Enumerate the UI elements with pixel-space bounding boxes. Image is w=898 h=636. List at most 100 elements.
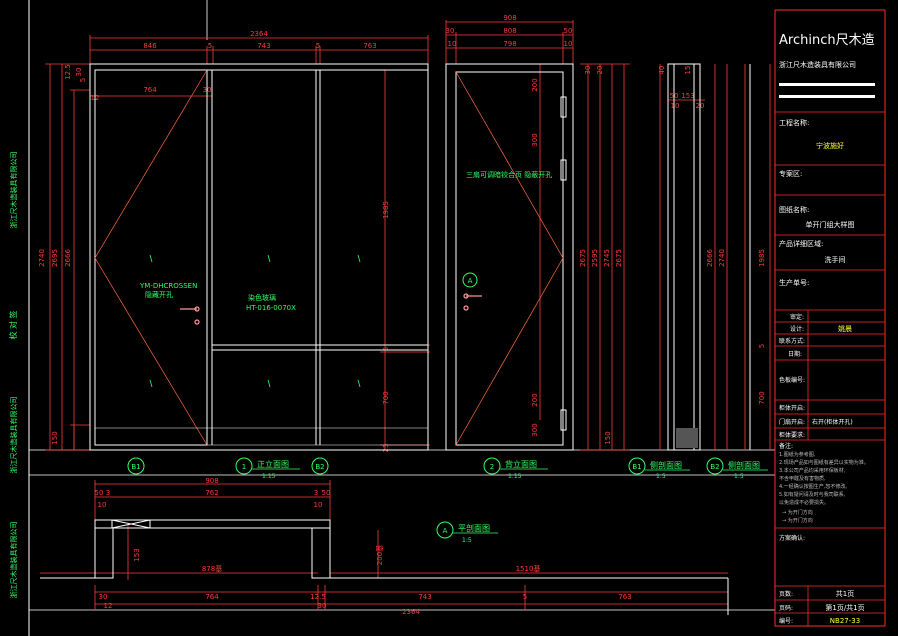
plan-bottom-5: 5 <box>523 593 527 601</box>
front-handle <box>180 306 200 325</box>
marker-b2-front: B2 <box>315 463 324 471</box>
front-labels: YM-DHCROSSEN 隐藏开孔 染色玻璃 HT-016-0070X <box>139 282 296 312</box>
left-strip-text-2: 校 对 签 <box>8 310 18 339</box>
plan-dim-total: 908 <box>205 477 218 485</box>
plan-bottom-total: 2364 <box>402 608 420 616</box>
back-label: 三扇可调暗铰合页 隐蔽开孔 <box>466 170 552 179</box>
notes-line-5: 4.一经确认按图生产,恕不修改。 <box>779 483 850 490</box>
back-dim-3: 50 <box>564 27 573 35</box>
front-title-num: 1 <box>242 463 246 471</box>
front-h-5b: 5 <box>382 347 390 351</box>
plan-bottom-6: 763 <box>618 593 631 601</box>
left-strip-text-3: 浙江尺木造装具有限公司 <box>9 397 18 474</box>
side-marker-b2: B2 <box>710 463 719 471</box>
side-h-5: 700 <box>758 391 766 404</box>
plan-bottom-1: 30 <box>99 593 108 601</box>
back-h-1: 2675 <box>579 249 587 267</box>
side-h-2: 2740 <box>718 249 726 267</box>
plan-dim-5: 50 <box>322 489 331 497</box>
back-dim-sub-3: 10 <box>564 40 573 48</box>
notes-label: 备注: <box>779 442 793 450</box>
page-value: 第1页/共1页 <box>825 603 864 612</box>
title-block: Archinch尺木造 浙江尺木造装具有限公司 工程名称: 宁波施好 专案区: … <box>774 9 886 627</box>
side-h-3: 1985 <box>758 249 766 267</box>
back-h-4: 2675 <box>615 249 623 267</box>
back-elevation: 908 30 808 50 10 798 10 2675 2595 2745 2… <box>445 14 630 480</box>
panel-label: 柜体开启: <box>779 404 805 412</box>
back-dim-total: 908 <box>503 14 516 22</box>
notes-line-6: 5.如有疑问请及时与我司联系, <box>779 491 846 498</box>
plan-marker-a: A <box>443 527 448 535</box>
side-h-1: 2666 <box>706 249 714 267</box>
code-label: 编号: <box>779 617 793 625</box>
brand-logo: Archinch尺木造 <box>779 33 875 48</box>
code-value: NB27-33 <box>830 617 860 625</box>
back-dim-sub-1: 10 <box>448 40 457 48</box>
plan-bottom-sub-1: 12 <box>104 602 113 610</box>
back-handle <box>463 293 482 311</box>
notes-line-1: 1.图纸为参考图, <box>779 451 816 458</box>
plan-bottom-3: 12.5 <box>310 593 326 601</box>
side-scale-b1: 1:5 <box>656 473 666 480</box>
plan-dim-4: 3 <box>314 489 318 497</box>
sheet-value: 共1页 <box>836 589 854 598</box>
back-dim-2: 808 <box>503 27 516 35</box>
side-floor-block <box>676 428 698 448</box>
page-label: 页码: <box>779 604 793 612</box>
review-label: 审定: <box>790 313 804 321</box>
front-floor-pattern <box>95 427 428 446</box>
back-left-20: 20 <box>596 66 604 75</box>
front-h-5: 5 <box>79 78 87 82</box>
side-title-b1: 侧剖面图 <box>650 460 682 470</box>
left-strip: 浙江尺木造装具有限公司 校 对 签 浙江尺木造装具有限公司 浙江尺木造装具有限公… <box>8 0 30 636</box>
front-section-markers: B1 B2 1 正立面图 1:15 <box>127 457 329 480</box>
front-label-door: YM-DHCROSSEN <box>139 282 197 290</box>
color-label: 色板编号: <box>779 376 805 384</box>
sheet-label: 页数: <box>779 590 793 598</box>
company-info-bar-1 <box>779 83 875 86</box>
back-hinge-3: 300 <box>531 423 539 436</box>
project-label: 工程名称: <box>779 118 809 127</box>
product-no-label: 生产单号: <box>779 278 809 287</box>
front-label-panel2: HT-016-0070X <box>246 304 296 312</box>
notes-line-3: 3.本公司产品均采用环保板材, <box>779 467 846 474</box>
front-h-25: 25 <box>382 444 390 453</box>
side-dim-3: 153 <box>681 92 694 100</box>
plan-w-878: 878基 <box>202 564 222 573</box>
plan-title-group: A 平剖面图 1:5 <box>436 521 498 544</box>
notes-line-7: 以免造成不必要损失。 <box>779 499 829 506</box>
side-dim-2: 15 <box>684 66 692 75</box>
area-value: 洗手间 <box>825 255 846 264</box>
front-h-1985: 1985 <box>382 201 390 219</box>
plan-bottom-sub-2: 30 <box>318 602 327 610</box>
area-label: 产品详细区域: <box>779 239 823 248</box>
plan-title: 平剖面图 <box>458 523 490 533</box>
back-title: 背立面图 <box>505 459 537 469</box>
side-dim-1: 40 <box>658 66 666 75</box>
front-dim-total: 2364 <box>250 30 268 38</box>
space-label: 专案区: <box>779 169 802 178</box>
plan-h-153: 153 <box>133 548 141 561</box>
front-elevation: 2364 846 5 743 5 763 12 764 30 2740 2695… <box>38 30 430 480</box>
notes-line-4: 不含甲醛及有害物质, <box>779 475 826 482</box>
side-scale-b2: 1:5 <box>734 473 744 480</box>
left-strip-text-4: 浙江尺木造装具有限公司 <box>9 522 18 599</box>
side-section: 40 15 153 50 20 10 2666 2740 1985 5 700 … <box>604 63 771 480</box>
back-marker-a-text: A <box>468 277 473 285</box>
approval-label: 方案确认: <box>779 534 805 542</box>
back-h-3: 2745 <box>603 249 611 267</box>
company-info-bar-2 <box>779 95 875 98</box>
marker-b1-front: B1 <box>131 463 140 471</box>
plan-section: 908 50 3 762 3 50 10 10 153 200基 878基 15… <box>40 477 729 616</box>
back-left-30: 30 <box>584 66 592 75</box>
side-h-6: 150 <box>604 431 612 444</box>
date-label: 日期: <box>788 350 802 358</box>
front-h-150: 150 <box>51 431 59 444</box>
door-dir-value: 右开(柜体开孔) <box>812 418 853 426</box>
finish-label: 柜体要求: <box>779 431 805 439</box>
plan-dim-sub-1: 10 <box>98 501 107 509</box>
door-dir-label: 门扇开启: <box>779 418 805 426</box>
contact-label: 联系方式: <box>779 337 805 345</box>
